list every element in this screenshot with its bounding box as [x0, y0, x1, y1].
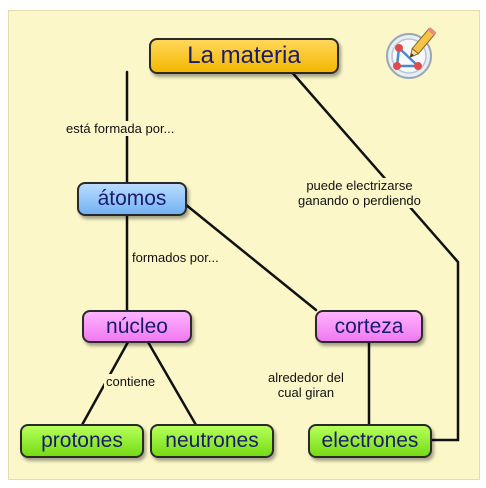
link-label-alrededor-line2: cual giran	[277, 385, 335, 400]
link-label-alrededor: alrededor del cual giran	[266, 370, 346, 400]
link-label-formados-por: formados por...	[130, 250, 221, 265]
node-neutrones: neutrones	[150, 424, 274, 458]
link-label-electrizarse: puede electrizarse ganando o perdiendo	[296, 178, 423, 208]
line-materia-electrones	[288, 68, 460, 442]
link-label-electrizarse-line2: ganando o perdiendo	[298, 193, 421, 208]
node-atomos: átomos	[77, 182, 187, 216]
concept-map-canvas	[8, 10, 480, 480]
node-electrones: electrones	[308, 424, 432, 458]
node-protones: protones	[20, 424, 144, 458]
node-corteza: corteza	[315, 310, 423, 343]
link-label-esta-formada: está formada por...	[64, 121, 177, 136]
link-label-contiene: contiene	[104, 374, 158, 389]
node-la-materia: La materia	[149, 38, 339, 74]
link-label-alrededor-line1: alrededor del	[268, 370, 344, 385]
node-nucleo: núcleo	[82, 310, 192, 343]
link-label-electrizarse-line1: puede electrizarse	[306, 178, 413, 193]
line-nucleo-neutrones	[146, 340, 198, 427]
pencil-compass-icon	[386, 27, 437, 79]
line-atomos-corteza	[178, 198, 318, 312]
